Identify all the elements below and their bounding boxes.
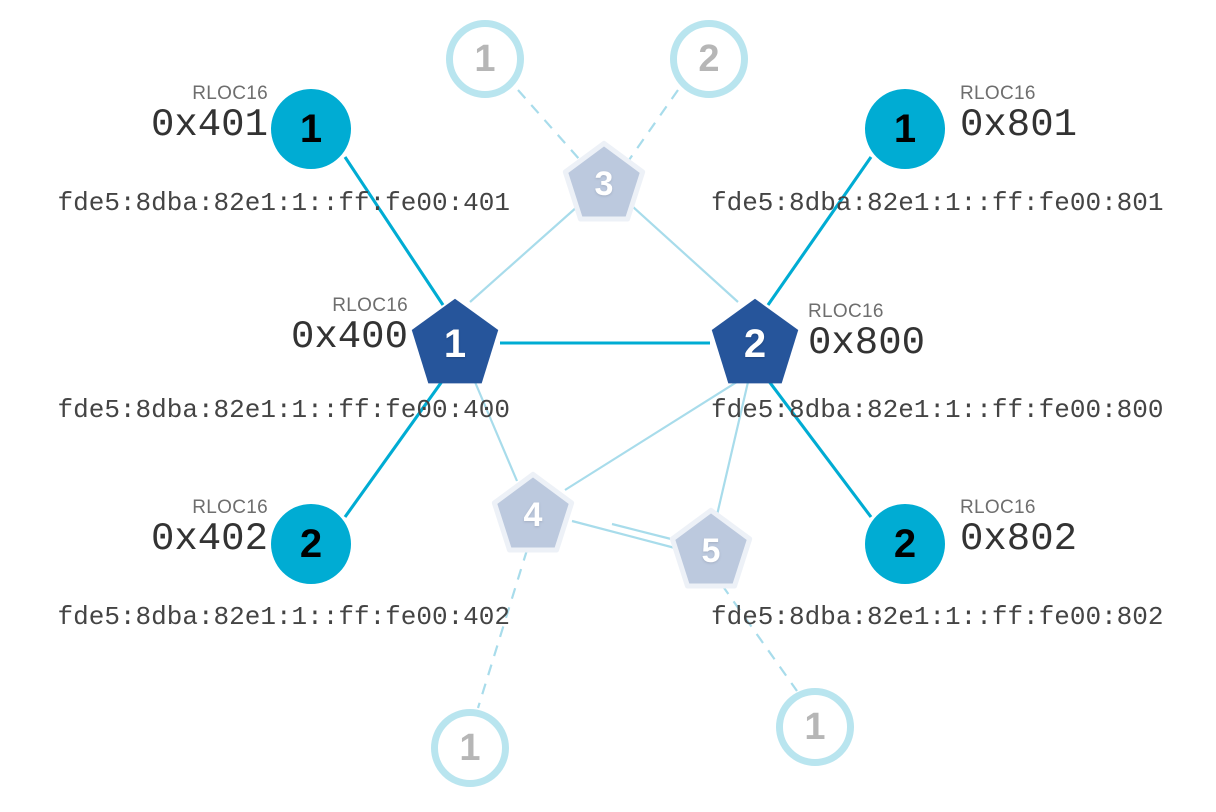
link-router2-child801	[766, 156, 873, 306]
node-number: 2	[698, 38, 720, 80]
node-number: 4	[523, 496, 543, 534]
pentagon-shape	[491, 471, 575, 553]
label-0x400: RLOC16 0x400	[0, 296, 408, 360]
faded-end-device-bottom-right[interactable]: 1	[776, 688, 854, 766]
node-number: 1	[299, 107, 323, 151]
faded-end-device-top-2[interactable]: 2	[670, 20, 748, 98]
end-device-0x802[interactable]: 2	[865, 504, 945, 584]
link-router2-child802	[766, 379, 873, 518]
node-number: 5	[701, 532, 721, 570]
rloc16-value: 0x802	[960, 516, 1078, 561]
label-0x800: RLOC16 0x800	[808, 302, 1208, 366]
faded-router-5[interactable]: 5	[669, 507, 753, 591]
node-number: 3	[594, 165, 614, 203]
rloc16-value: 0x401	[150, 102, 268, 147]
node-number: 1	[893, 107, 917, 151]
rloc16-caption: RLOC16	[960, 497, 1036, 518]
node-number: 2	[743, 322, 767, 366]
pentagon-shape	[562, 140, 646, 222]
rloc16-value: 0x402	[150, 516, 268, 561]
label-0x801: RLOC16 0x801	[960, 84, 1216, 148]
node-number: 1	[804, 706, 826, 748]
faded-end-device-bottom-left[interactable]: 1	[431, 709, 509, 787]
end-device-0x402[interactable]: 2	[271, 504, 351, 584]
router-0x800[interactable]: 2	[709, 296, 801, 388]
pentagon-shape	[411, 298, 499, 384]
node-number: 2	[893, 522, 917, 566]
end-device-0x401[interactable]: 1	[271, 89, 351, 169]
end-device-0x801[interactable]: 1	[865, 89, 945, 169]
faded-router-3[interactable]: 3	[562, 140, 646, 224]
active-links-group	[343, 156, 873, 518]
address-0x402: fde5:8dba:82e1:1::ff:fe00:402	[57, 602, 510, 632]
link-pentagon4-circle-bl	[476, 549, 529, 709]
label-0x401: RLOC16 0x401	[0, 84, 268, 148]
link-pentagon4-pentagon5	[571, 519, 676, 550]
pentagon-shape	[711, 298, 799, 384]
rloc16-caption: RLOC16	[808, 301, 884, 322]
node-number: 1	[443, 322, 467, 366]
node-number: 1	[474, 38, 496, 80]
inactive-links-group	[469, 205, 750, 550]
address-0x802: fde5:8dba:82e1:1::ff:fe00:802	[711, 602, 1164, 632]
link-router1-child401	[343, 156, 445, 306]
rloc16-value: 0x400	[290, 314, 408, 359]
link-router2-pentagon5	[715, 381, 750, 516]
link-router2-pentagon3	[631, 205, 739, 303]
link-router2-pentagon4	[564, 379, 741, 491]
rloc16-caption: RLOC16	[192, 83, 268, 104]
link-circle2-pentagon3	[628, 89, 679, 161]
link-pentagon5-circle-br	[721, 584, 798, 692]
label-0x402: RLOC16 0x402	[0, 498, 268, 562]
address-0x800: fde5:8dba:82e1:1::ff:fe00:800	[711, 395, 1164, 425]
label-0x802: RLOC16 0x802	[960, 498, 1216, 562]
rloc16-caption: RLOC16	[192, 497, 268, 518]
link-router1-child402	[343, 379, 445, 518]
rloc16-value: 0x800	[808, 320, 926, 365]
rloc16-caption: RLOC16	[332, 295, 408, 316]
link-circle1-pentagon3	[517, 89, 581, 161]
dashed-links-group	[476, 89, 798, 709]
router-0x400[interactable]: 1	[409, 296, 501, 388]
link-router1-pentagon3	[469, 205, 579, 303]
pentagon-shape	[669, 507, 753, 589]
address-0x400: fde5:8dba:82e1:1::ff:fe00:400	[57, 395, 510, 425]
faded-router-4[interactable]: 4	[491, 471, 575, 555]
link-pentagon5-left	[611, 522, 676, 542]
address-0x801: fde5:8dba:82e1:1::ff:fe00:801	[711, 188, 1164, 218]
node-number: 1	[459, 727, 481, 769]
rloc16-value: 0x801	[960, 102, 1078, 147]
rloc16-caption: RLOC16	[960, 83, 1036, 104]
link-router1-pentagon4	[473, 381, 519, 482]
address-0x401: fde5:8dba:82e1:1::ff:fe00:401	[57, 188, 510, 218]
faded-end-device-top-1[interactable]: 1	[446, 20, 524, 98]
node-number: 2	[299, 522, 323, 566]
